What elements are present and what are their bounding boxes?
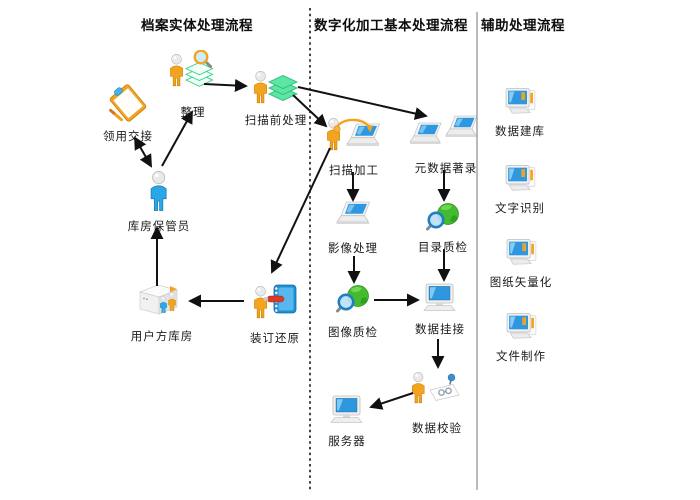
person-books-icon xyxy=(252,69,300,107)
node-label-database-building: 数据建库 xyxy=(495,126,545,138)
node-user-warehouse: 用户方库房 xyxy=(114,281,210,344)
section-title-archive-entity: 档案实体处理流程 xyxy=(141,18,253,33)
node-label-claim-handover: 领用交接 xyxy=(103,131,153,143)
node-label-server: 服务器 xyxy=(328,436,366,448)
desktop-computer-icon xyxy=(422,283,458,312)
two-laptops-icon xyxy=(409,114,482,148)
person-spiral-book-icon xyxy=(252,282,298,322)
node-label-metadata-cataloging: 元数据著录 xyxy=(414,163,478,175)
node-server: 服务器 xyxy=(299,395,395,449)
node-image-qc: 图像质检 xyxy=(305,283,401,340)
person-blue-icon xyxy=(143,170,175,214)
node-label-data-linking: 数据挂接 xyxy=(415,324,465,336)
node-label-image-qc: 图像质检 xyxy=(328,327,378,339)
node-label-scan-processing: 扫描加工 xyxy=(329,165,379,177)
node-label-data-verification: 数据校验 xyxy=(412,423,462,435)
node-metadata-cataloging: 元数据著录 xyxy=(398,114,494,176)
workstation-icon xyxy=(503,86,537,114)
workstation-icon xyxy=(504,311,538,339)
node-scan-processing: 扫描加工 xyxy=(306,112,402,178)
workstation-icon xyxy=(503,163,537,191)
node-data-linking: 数据挂接 xyxy=(392,283,488,337)
node-database-building: 数据建库 xyxy=(472,86,568,139)
node-label-user-warehouse: 用户方库房 xyxy=(130,331,194,343)
section-title-digitization: 数字化加工基本处理流程 xyxy=(314,18,468,33)
node-label-catalog-qc: 目录质检 xyxy=(418,242,468,254)
node-file-production: 文件制作 xyxy=(473,311,569,364)
desktop-computer-icon xyxy=(329,395,365,424)
node-binding-restoration: 装订还原 xyxy=(227,282,323,346)
warehouse-box-icon xyxy=(137,281,187,321)
globe-magnifier-icon xyxy=(335,283,371,314)
node-drawing-vectorization: 图纸矢量化 xyxy=(473,237,569,290)
node-arrangement: 整理 xyxy=(145,49,241,120)
globe-magnifier-icon xyxy=(425,201,461,232)
node-pre-scan-processing: 扫描前处理 xyxy=(228,69,324,128)
node-catalog-qc: 目录质检 xyxy=(395,201,491,255)
person-books-magnifier-icon xyxy=(168,49,218,92)
clipboard-icon xyxy=(106,83,150,125)
person-laptop-sync-icon xyxy=(323,112,385,154)
node-ocr: 文字识别 xyxy=(472,163,568,216)
node-label-warehouse-keeper: 库房保管员 xyxy=(127,221,191,233)
node-warehouse-keeper: 库房保管员 xyxy=(111,170,207,234)
person-document-icon xyxy=(410,368,464,408)
node-label-drawing-vectorization: 图纸矢量化 xyxy=(489,277,553,289)
node-label-file-production: 文件制作 xyxy=(496,351,546,363)
node-label-ocr: 文字识别 xyxy=(495,203,545,215)
node-label-image-processing: 影像处理 xyxy=(328,243,378,255)
workstation-icon xyxy=(504,237,538,265)
laptop-icon xyxy=(335,200,371,226)
node-image-processing: 影像处理 xyxy=(305,200,401,256)
node-label-arrangement: 整理 xyxy=(180,107,206,119)
node-label-pre-scan-processing: 扫描前处理 xyxy=(244,115,308,127)
node-data-verification: 数据校验 xyxy=(389,368,485,436)
section-title-auxiliary: 辅助处理流程 xyxy=(481,18,565,33)
node-label-binding-restoration: 装订还原 xyxy=(250,333,300,345)
